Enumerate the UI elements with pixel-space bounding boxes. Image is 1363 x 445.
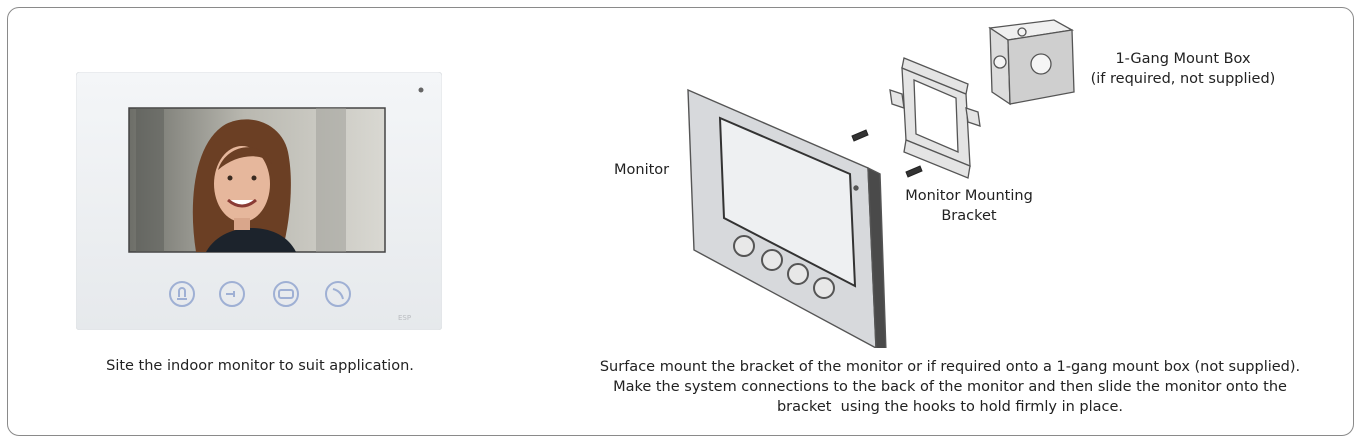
brand-mark: ESP	[398, 314, 411, 322]
label-mounting-bracket: Monitor Mounting Bracket	[890, 186, 1048, 226]
handset-icon	[325, 281, 351, 307]
monitor-screen	[128, 107, 386, 253]
panel-frame	[7, 7, 1354, 436]
key-icon	[219, 281, 245, 307]
bracket-drawing	[889, 57, 981, 179]
bell-icon	[169, 281, 195, 307]
label-monitor: Monitor	[614, 162, 670, 178]
menu-icon	[273, 281, 299, 307]
right-caption-line3: bracket using the hooks to hold firmly i…	[776, 399, 1124, 415]
label-mount-box: 1-Gang Mount Box (if required, not suppl…	[1078, 49, 1288, 89]
right-caption: Surface mount the bracket of the monitor…	[560, 357, 1340, 417]
indoor-monitor-photo: ESP	[76, 72, 442, 330]
monitor-buttons	[169, 281, 351, 307]
right-caption-line1: Surface mount the bracket of the monitor…	[599, 359, 1301, 375]
mounting-diagram	[687, 19, 1075, 348]
label-bracket-line1: Monitor Mounting	[905, 188, 1033, 204]
monitor-drawing	[687, 88, 887, 348]
right-caption-line2: Make the system connections to the back …	[613, 379, 1287, 395]
label-box-line2: (if required, not supplied)	[1090, 71, 1276, 87]
label-box-line1: 1-Gang Mount Box	[1115, 51, 1251, 67]
mount-box-drawing	[988, 19, 1075, 106]
screw-icons	[851, 129, 923, 178]
label-bracket-line2: Bracket	[941, 208, 997, 224]
left-caption: Site the indoor monitor to suit applicat…	[106, 358, 414, 374]
